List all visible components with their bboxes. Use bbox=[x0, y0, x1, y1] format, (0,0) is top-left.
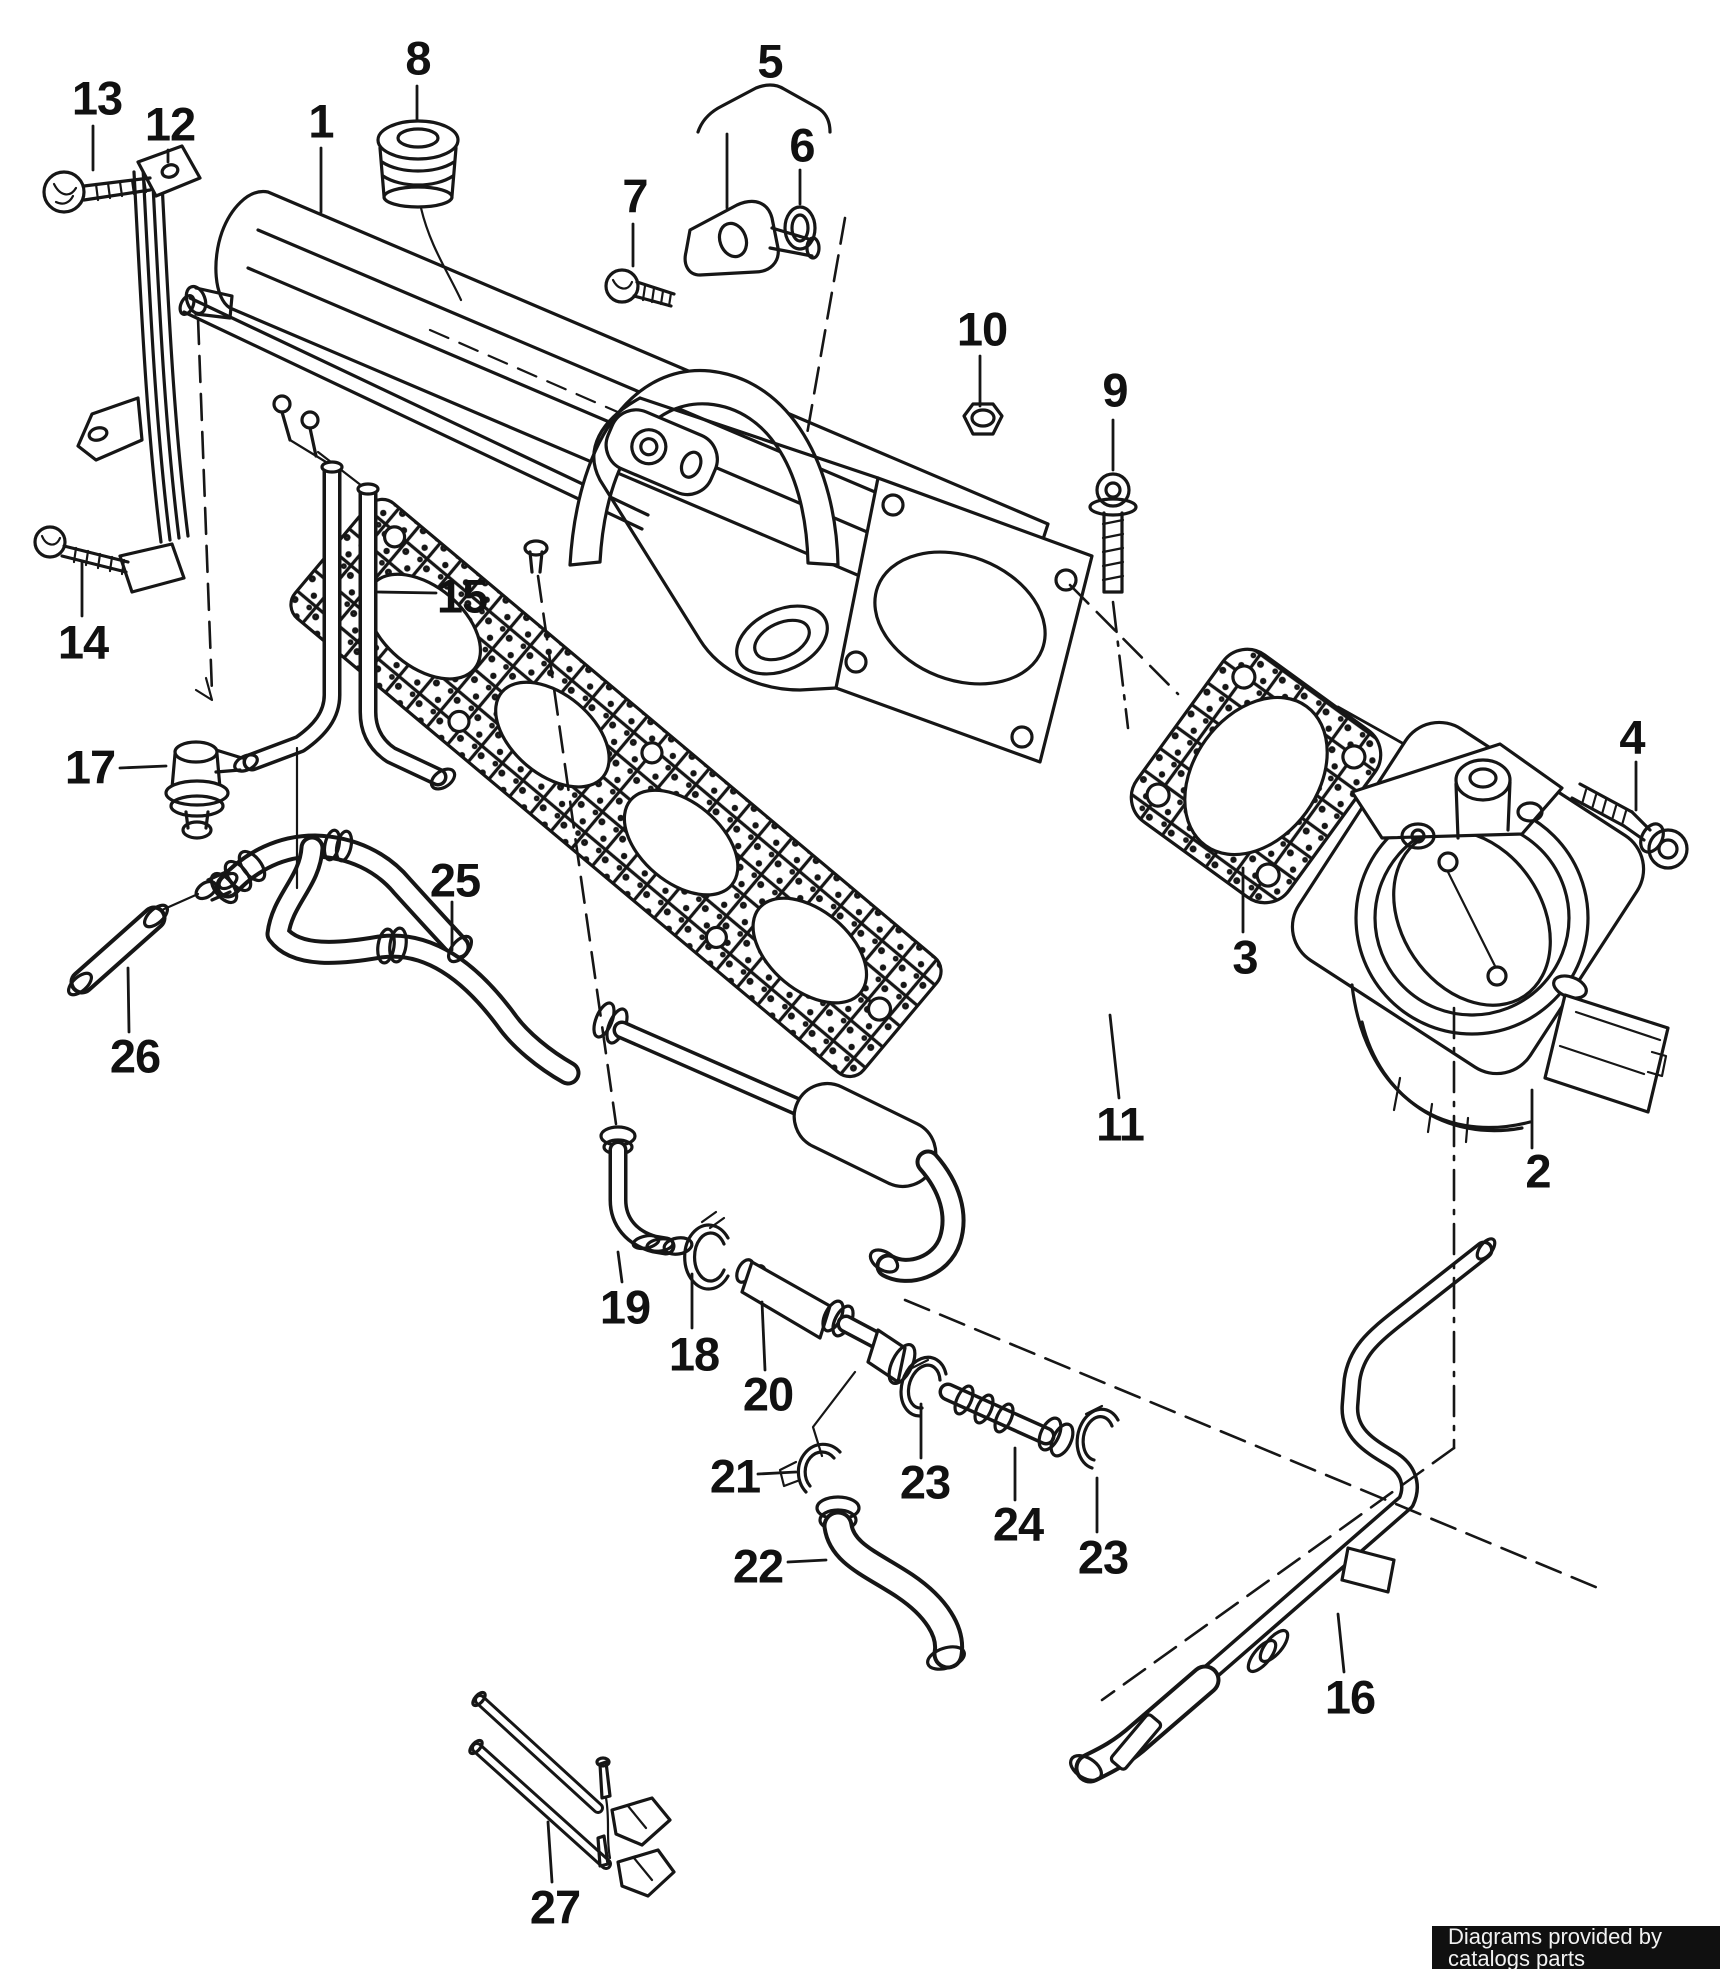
callout-21: 21 bbox=[709, 1449, 761, 1503]
breather-pipes-15 bbox=[233, 438, 457, 791]
callout-17: 17 bbox=[64, 740, 116, 794]
footer-credit-bar: Diagrams provided by catalogs parts bbox=[1432, 1923, 1720, 1969]
rods-27 bbox=[468, 1690, 676, 1898]
throttle-body bbox=[1290, 720, 1670, 1144]
callout-27: 27 bbox=[529, 1880, 581, 1934]
elbow-19 bbox=[599, 1125, 694, 1256]
bolt-14 bbox=[33, 525, 130, 576]
callout-22: 22 bbox=[732, 1539, 784, 1593]
throttle-flange-gasket bbox=[1129, 647, 1383, 905]
callout-7: 7 bbox=[622, 169, 648, 223]
callout-6: 6 bbox=[789, 118, 815, 172]
callout-4: 4 bbox=[1619, 710, 1645, 764]
bolt-4 bbox=[1570, 782, 1689, 870]
callout-2: 2 bbox=[1525, 1144, 1551, 1198]
callout-1: 1 bbox=[308, 94, 334, 148]
bolt-13 bbox=[42, 170, 152, 214]
clamp-21 bbox=[778, 1442, 842, 1494]
callout-19: 19 bbox=[599, 1280, 651, 1334]
tube-26 bbox=[66, 870, 239, 997]
manifold-gasket-11 bbox=[289, 497, 943, 1079]
callout-26: 26 bbox=[109, 1029, 161, 1083]
intake-manifold bbox=[568, 368, 1094, 764]
callout-9: 9 bbox=[1102, 363, 1128, 417]
callout-20: 20 bbox=[742, 1367, 794, 1421]
clamp-23-right bbox=[1075, 1404, 1120, 1470]
callout-12: 12 bbox=[144, 97, 196, 151]
clamp-18 bbox=[683, 1210, 730, 1291]
callout-8: 8 bbox=[405, 31, 431, 85]
mounting-bracket-12 bbox=[76, 144, 202, 594]
callout-23-right: 23 bbox=[1077, 1530, 1129, 1584]
callout-3: 3 bbox=[1232, 930, 1258, 984]
callout-14: 14 bbox=[57, 615, 109, 669]
clamp-23-left bbox=[899, 1355, 948, 1418]
callout-11: 11 bbox=[1096, 1097, 1145, 1151]
support-holder-5 bbox=[683, 83, 832, 277]
footer-credit-text: Diagrams provided by catalogs parts bbox=[1448, 1923, 1662, 1969]
callout-5: 5 bbox=[757, 34, 783, 88]
callout-16: 16 bbox=[1324, 1670, 1376, 1724]
callout-24: 24 bbox=[992, 1497, 1044, 1551]
pcv-valve-17 bbox=[164, 740, 244, 840]
breather-hose-25 bbox=[209, 746, 581, 1086]
callout-leader-lines bbox=[80, 84, 1638, 1884]
o-ring-6 bbox=[783, 205, 817, 251]
connector-20 bbox=[735, 1258, 917, 1458]
screw-7 bbox=[604, 268, 676, 308]
oil-filler-cap bbox=[376, 119, 463, 302]
callout-13: 13 bbox=[71, 71, 123, 125]
callout-10: 10 bbox=[956, 302, 1008, 356]
hose-22 bbox=[815, 1495, 966, 1671]
callout-15: 15 bbox=[436, 569, 488, 623]
callout-23-left: 23 bbox=[899, 1455, 951, 1509]
vent-hose-run bbox=[592, 1001, 966, 1283]
pipe-16 bbox=[1069, 1237, 1497, 1784]
hose-24 bbox=[938, 1382, 1075, 1458]
alignment-lines bbox=[194, 216, 1600, 1702]
fuel-rail bbox=[178, 293, 650, 574]
callout-18: 18 bbox=[668, 1327, 720, 1381]
callout-25: 25 bbox=[429, 853, 481, 907]
nut-10 bbox=[962, 402, 1004, 436]
bolt-9 bbox=[1088, 472, 1138, 594]
